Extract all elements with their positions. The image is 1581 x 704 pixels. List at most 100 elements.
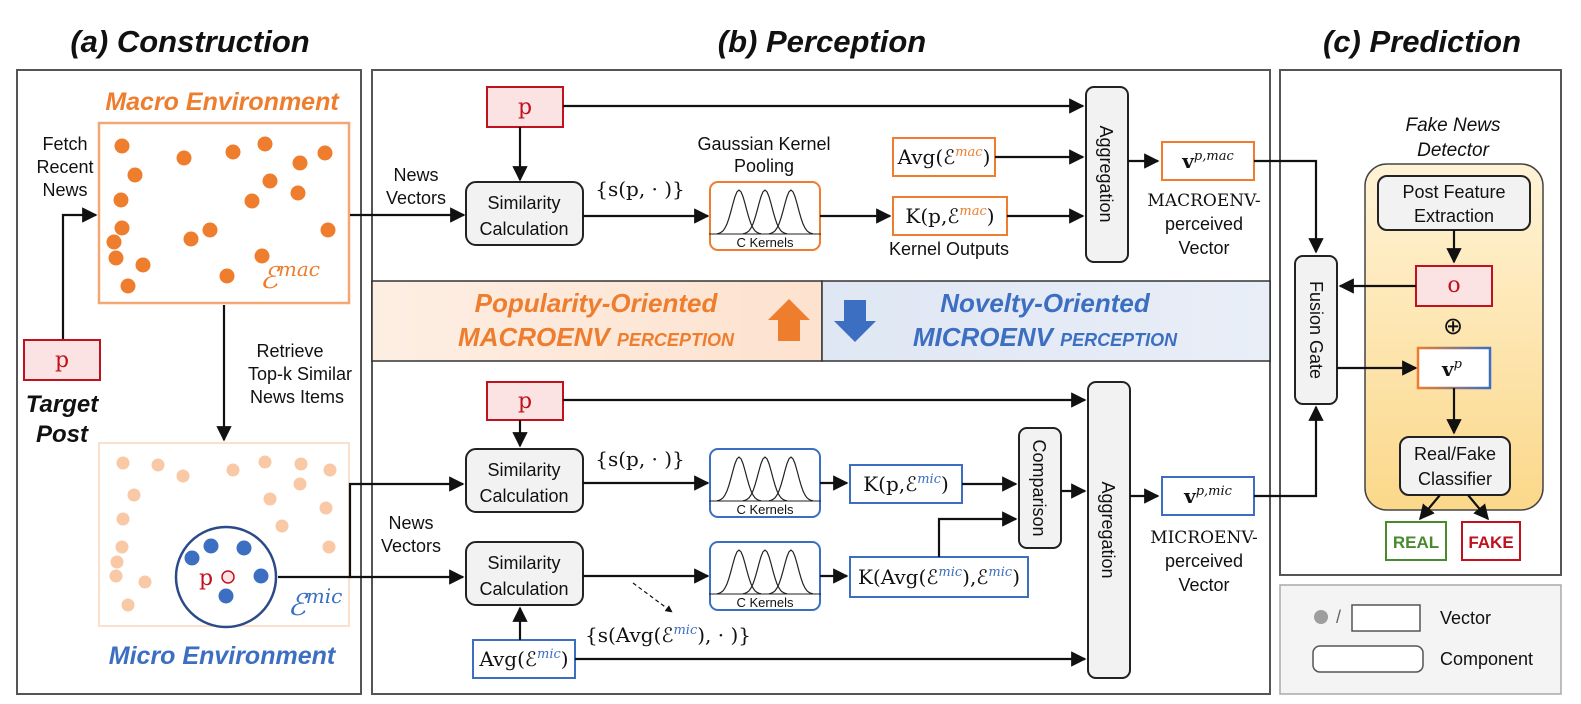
- news-dot: [320, 222, 336, 238]
- legend-panel: [1279, 584, 1562, 695]
- news-dot: [127, 167, 143, 183]
- macro-news-dots-faded: [109, 455, 337, 612]
- k-avg-mic-to-comparison-arrow: [937, 511, 1018, 557]
- micro-to-similarity-arrow-1: [278, 476, 465, 579]
- news-dot: [113, 192, 129, 208]
- gaussian-curves-macro: [709, 189, 821, 235]
- prediction-panel: [1279, 69, 1562, 576]
- gaussian-kernel-label-2: Pooling: [734, 156, 794, 176]
- micro-news-dot: [184, 550, 200, 566]
- comparison-label: Comparison: [1029, 439, 1049, 536]
- faded-news-dot: [110, 555, 124, 569]
- dashed-pointer-arrow: [632, 582, 673, 613]
- news-dot: [257, 136, 273, 152]
- avg-mic-text: Avg(ℰmic): [478, 647, 568, 671]
- similarity-calc-micro2-label-2: Calculation: [479, 579, 568, 599]
- macro-perceived-label-3: Vector: [1178, 238, 1229, 258]
- faded-news-dot: [176, 469, 190, 483]
- faded-news-dot: [109, 569, 123, 583]
- k-mic-text: K(p,ℰmic): [863, 472, 949, 496]
- micro-post-dot: [221, 570, 235, 584]
- popularity-label: Popularity-Oriented: [475, 288, 719, 318]
- avg-mic-box: [472, 639, 576, 679]
- macro-env-symbol: ℰmac: [260, 257, 320, 296]
- micro-environment-label: Micro Environment: [109, 642, 337, 670]
- vmic-to-fusion-arrow: [1254, 405, 1324, 498]
- v-mic-symbol: vp,mic: [1183, 484, 1233, 508]
- post-symbol-macro: p: [518, 95, 532, 120]
- legend-vector-label: Vector: [1440, 608, 1491, 628]
- news-dot: [244, 193, 260, 209]
- vp-symbol: vp: [1441, 357, 1463, 381]
- news-dot: [108, 250, 124, 266]
- macro-perceived-label-1: MACROENV-: [1147, 191, 1260, 211]
- o-symbol: o: [1447, 273, 1460, 298]
- micro-perception-label: MICROENV perception: [913, 322, 1178, 352]
- real-label: REAL: [1393, 533, 1439, 552]
- faded-news-dot: [294, 457, 308, 471]
- faded-news-dot: [322, 540, 336, 554]
- legend-slash: /: [1336, 607, 1341, 627]
- news-dot: [225, 144, 241, 160]
- v-mac-box: [1161, 141, 1255, 181]
- kernels-caption-micro-2: C Kernels: [736, 595, 794, 610]
- aggregation-micro: [1087, 381, 1131, 679]
- faded-news-dot: [151, 458, 165, 472]
- k-mic-box: [849, 464, 963, 504]
- target-post-label-1: Target: [26, 391, 99, 418]
- novelty-banner: [821, 280, 1271, 362]
- faded-news-dot: [116, 512, 130, 526]
- faded-news-dot: [323, 463, 337, 477]
- micro-perceived-label-2: perceived: [1165, 551, 1243, 571]
- faded-news-dot: [138, 575, 152, 589]
- classifier-to-fake-arrow: [1467, 494, 1489, 521]
- similarity-calculation-macro: [465, 181, 584, 246]
- fetch-arrow: [61, 207, 98, 340]
- news-dot: [114, 220, 130, 236]
- news-dot: [292, 155, 308, 171]
- news-dot: [262, 173, 278, 189]
- news-dot: [254, 248, 270, 264]
- micro-post-symbol: p: [199, 566, 213, 591]
- faded-news-dot: [115, 540, 129, 554]
- section-title-prediction: (c) Prediction: [1323, 24, 1521, 59]
- similarity-set-macro: {s(p, · )}: [595, 177, 685, 201]
- macro-news-dots: [106, 136, 336, 294]
- perception-panel: [371, 69, 1271, 695]
- aggregation-label-macro: Aggregation: [1096, 125, 1116, 222]
- kernels-caption-micro-1: C Kernels: [736, 502, 794, 517]
- legend-vector-icon: [1351, 604, 1421, 632]
- micro-news-dots: [184, 538, 269, 604]
- macro-perceived-label-2: perceived: [1165, 214, 1243, 234]
- vmac-to-fusion-arrow: [1254, 159, 1324, 254]
- aggregation-macro: [1085, 86, 1129, 263]
- gaussian-kernel-curve: [768, 189, 814, 235]
- faded-news-dot: [127, 488, 141, 502]
- fake-output-box: [1461, 521, 1521, 561]
- legend-dot-icon: [1314, 610, 1328, 624]
- news-vectors-label-1: News: [393, 165, 438, 185]
- k-avg-mic-text: K(Avg(ℰmic),ℰmic): [858, 565, 1020, 589]
- news-dot: [135, 257, 151, 273]
- post-symbol-micro: p: [518, 389, 532, 414]
- macro-perception-label: MACROENV perception: [458, 322, 735, 352]
- target-post-symbol: p: [55, 348, 69, 373]
- similarity-calculation-micro-1: [465, 448, 584, 513]
- similarity-set-avg: {s(Avg(ℰmic), · )}: [585, 623, 751, 647]
- retrieve-text-1: Retrieve: [256, 341, 323, 361]
- fetch-text-2: Recent: [36, 157, 93, 177]
- gaussian-kernel-curve: [716, 189, 762, 235]
- similarity-calc-micro2-label-1: Similarity: [487, 553, 560, 573]
- avg-mac-box: [892, 137, 996, 177]
- gaussian-kernel-curve: [768, 549, 814, 595]
- gaussian-curves-micro-1: [709, 456, 821, 502]
- post-box-micro: [486, 381, 564, 421]
- gaussian-kernel-curve: [716, 456, 762, 502]
- fusion-gate-label: Fusion Gate: [1306, 281, 1326, 379]
- similarity-calc-micro1-label-2: Calculation: [479, 486, 568, 506]
- gaussian-kernel-curve: [716, 549, 762, 595]
- news-dot: [317, 145, 333, 161]
- popularity-banner: [371, 280, 823, 362]
- avg-mac-text: Avg(ℰmac): [897, 145, 991, 169]
